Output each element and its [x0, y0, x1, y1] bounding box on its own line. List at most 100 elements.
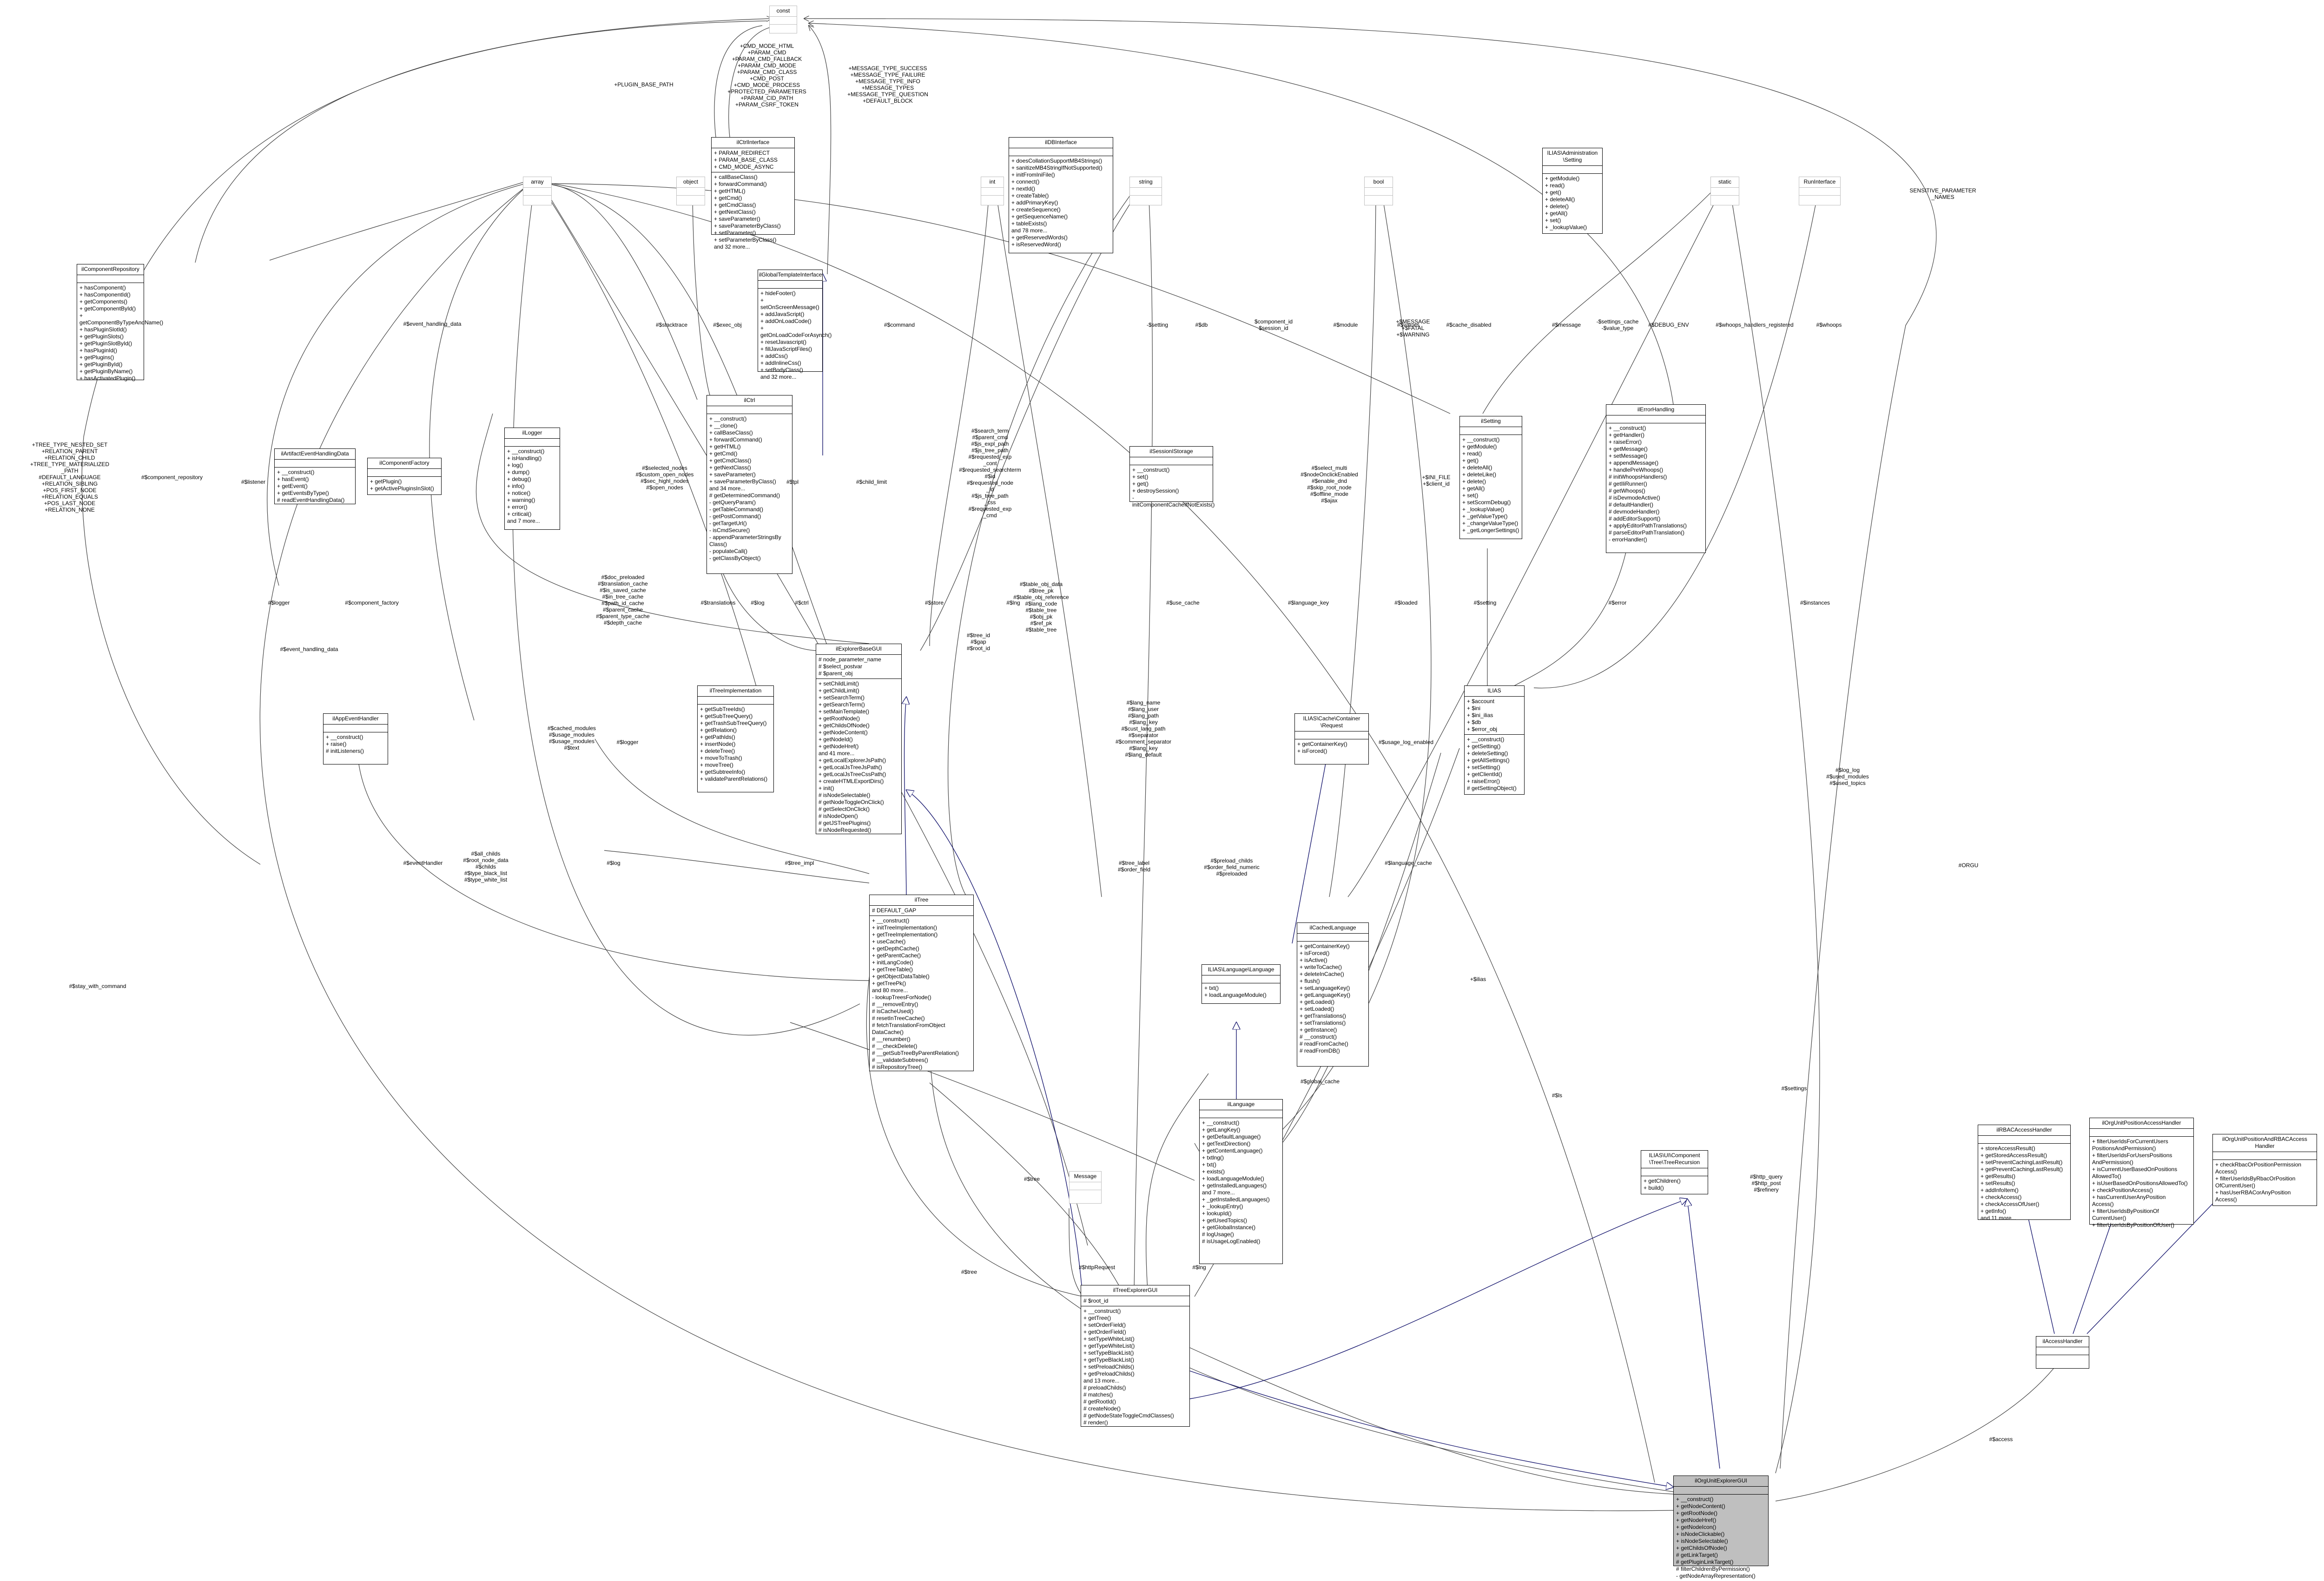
class-title: RunInterface [1803, 178, 1836, 185]
class-node-ilorgunit-position-and-rbac-access-handler[interactable]: ilOrgUnitPositionAndRBACAccess Handler +… [2212, 1134, 2317, 1206]
class-operations: + __construct() + raise() # initListener… [324, 732, 388, 756]
class-title: ILIAS [1487, 687, 1501, 694]
class-node-object[interactable]: object [676, 177, 705, 205]
edge-label: #$http_query #$http_post #$refinery [1750, 1173, 1783, 1193]
class-node-language-language[interactable]: ILIAS\Language\Language + txt() + loadLa… [1202, 964, 1281, 1004]
class-operations: + __construct() + set() + get() + destro… [1130, 465, 1215, 510]
class-node-ilctrl[interactable]: ilCtrl + __construct() + __clone() + cal… [706, 395, 792, 574]
class-title: ilExplorerBaseGUI [836, 646, 882, 652]
class-node-ilexplorer-base-gui[interactable]: ilExplorerBaseGUI # node_parameter_name … [816, 644, 902, 834]
class-node-ilcached-language[interactable]: ilCachedLanguage + getContainerKey() + i… [1297, 922, 1369, 1067]
class-operations [677, 195, 705, 203]
class-operations: + doesCollationSupportMB4Strings() + san… [1009, 156, 1113, 250]
class-node-ilrbac-access-handler[interactable]: ilRBACAccessHandler + storeAccessResult(… [1978, 1125, 2071, 1221]
class-node-array[interactable]: array [523, 177, 552, 205]
class-node-const[interactable]: const [769, 6, 797, 33]
edge-label: #$tree_impl [785, 860, 814, 866]
class-attributes [1674, 1486, 1768, 1494]
edge-label: #$all_childs #$root_node_data #$childs #… [463, 850, 508, 883]
class-node-tree-recursion[interactable]: ILIAS\UI\Component \Tree\TreeRecursion +… [1641, 1150, 1708, 1194]
class-attributes [1711, 187, 1739, 195]
class-attributes [1200, 1110, 1282, 1118]
edge-label: #$select_multi #$nodeOnclickEnabled #$en… [1301, 465, 1358, 504]
class-node-ilglobal-template-interface[interactable]: ilGlobalTemplateInterface + hideFooter()… [758, 270, 832, 380]
class-node-ilsession-istorage[interactable]: ilSessionIStorage + __construct() + set(… [1129, 446, 1215, 508]
class-node-string[interactable]: string [1129, 177, 1162, 205]
class-node-message[interactable]: Message [1069, 1171, 1102, 1204]
edge-label: #$event_handling_data [280, 646, 338, 652]
class-title: ilCachedLanguage [1309, 924, 1356, 931]
class-attributes [1295, 731, 1368, 739]
class-operations: + __construct() + isHandling() + log() +… [505, 446, 560, 526]
edge-label: #$search_term #$parent_cmd #$js_expl_pat… [959, 428, 1021, 519]
edge-label: #$child_limit [856, 479, 887, 485]
class-node-iltree[interactable]: ilTree # DEFAULT_GAP + __construct() + i… [869, 895, 974, 1071]
class-node-illogger[interactable]: ilLogger + __construct() + isHandling() … [504, 428, 560, 530]
edge-label: #$stacktrace [655, 322, 688, 328]
edge-label: #$usage_log_enabled [1378, 739, 1434, 745]
class-attributes: + $account + $ini + $ini_ilias + $db + $… [1465, 696, 1524, 734]
class-node-ilorgunit-explorer-gui[interactable]: ilOrgUnitExplorerGUI + __construct() + g… [1673, 1476, 1769, 1579]
class-title: ilSessionIStorage [1149, 448, 1193, 455]
edge-label: #$use_cache [1166, 599, 1200, 606]
edge-label: #$preload_childs #$order_field_numeric #… [1204, 857, 1260, 877]
class-node-ilapp-event-handler[interactable]: ilAppEventHandler + __construct() + rais… [323, 713, 388, 764]
edge-label: #$eventHandler [403, 860, 443, 866]
class-attributes: # node_parameter_name # $select_postvar … [816, 654, 901, 679]
class-operations: + hasComponent() + hasComponentId() + ge… [77, 283, 163, 383]
edge-label: #$values [1397, 322, 1420, 328]
class-operations [1070, 1190, 1101, 1198]
class-attributes [324, 724, 388, 732]
class-attributes [368, 468, 441, 476]
class-operations: + setChildLimit() + getChildLimit() + se… [816, 679, 901, 835]
class-node-run-interface[interactable]: RunInterface [1799, 177, 1841, 205]
class-node-ilerrorhandling[interactable]: ilErrorHandling + __construct() + getHan… [1606, 404, 1706, 553]
edge-label: #$tree_id #$gap #$root_id [966, 632, 990, 652]
class-attributes [1130, 187, 1162, 195]
class-node-ilias[interactable]: ILIAS + $account + $ini + $ini_ilias + $… [1464, 685, 1525, 795]
class-attributes [677, 187, 705, 195]
edge-label: +$MESSAGE +$FATAL +$WARNING [1396, 318, 1430, 338]
class-operations: + getContainerKey() + isForced() [1295, 739, 1368, 756]
class-attributes [698, 696, 773, 704]
class-node-static[interactable]: static [1710, 177, 1739, 205]
class-title: Message [1074, 1173, 1097, 1179]
class-node-iltree-implementation[interactable]: ilTreeImplementation + getSubTreeIds() +… [697, 685, 774, 792]
class-node-ilartifact-event-handling-data[interactable]: ilArtifactEventHandlingData + __construc… [274, 448, 356, 504]
class-node-ilaccess-handler[interactable]: ilAccessHandler [2036, 1336, 2089, 1369]
class-title: ilTree [914, 896, 929, 903]
class-title: static [1718, 178, 1731, 185]
edge-label: #$error [1608, 599, 1627, 606]
class-attributes [2213, 1152, 2317, 1159]
class-attributes [1009, 148, 1113, 156]
class-operations [1130, 195, 1162, 203]
class-node-ilctrl-interface[interactable]: ilCtrlInterface + PARAM_REDIRECT + PARAM… [711, 137, 795, 250]
class-operations: + getSubTreeIds() + getSubTreeQuery() + … [698, 704, 773, 784]
class-title: ilErrorHandling [1637, 406, 1675, 413]
class-title: ILIAS\Cache\Container \Request [1303, 715, 1360, 729]
class-node-ilcomponent-repository[interactable]: ilComponentRepository + hasComponent() +… [77, 264, 163, 383]
edge-label: $component_id $session_id [1254, 318, 1293, 331]
class-operations: + __construct() + getHandler() + raiseEr… [1606, 423, 1705, 545]
class-node-ilcomponent-factory[interactable]: ilComponentFactory + getPlugin() + getAc… [367, 458, 442, 495]
class-title: ilGlobalTemplateInterface [759, 271, 822, 278]
class-node-cache-container-request[interactable]: ILIAS\Cache\Container \Request + getCont… [1294, 713, 1369, 764]
class-node-ildb-interface[interactable]: ilDBInterface + doesCollationSupportMB4S… [1009, 137, 1113, 253]
class-node-administration-setting[interactable]: ILIAS\Administration \Setting + getModul… [1542, 148, 1603, 234]
class-operations [1711, 195, 1739, 203]
edge-label: #$message [1552, 322, 1581, 328]
edge-label: #$global_cache [1300, 1078, 1340, 1085]
class-node-illanguage[interactable]: ilLanguage + __construct() + getLangKey(… [1199, 1099, 1283, 1264]
class-node-bool[interactable]: bool [1364, 177, 1393, 205]
edge-label: #$loaded [1394, 599, 1418, 606]
class-node-iltree-explorer-gui[interactable]: ilTreeExplorerGUI # $root_id + __constru… [1081, 1285, 1190, 1427]
class-node-ilsetting[interactable]: ilSetting + __construct() + getModule() … [1459, 416, 1522, 539]
class-attributes: # $root_id [1081, 1296, 1189, 1306]
class-operations: + getChildren() + build() [1641, 1176, 1708, 1193]
edge-label: -$settings_cache -$value_type [1596, 318, 1639, 331]
class-node-int[interactable]: int [981, 177, 1004, 205]
class-node-ilorgunit-position-access-handler[interactable]: ilOrgUnitPositionAccessHandler + filterU… [2089, 1118, 2194, 1228]
edge-label: #$event_handling_data [403, 321, 462, 327]
class-title: int [989, 178, 996, 185]
edge-label: #$store [924, 599, 944, 606]
